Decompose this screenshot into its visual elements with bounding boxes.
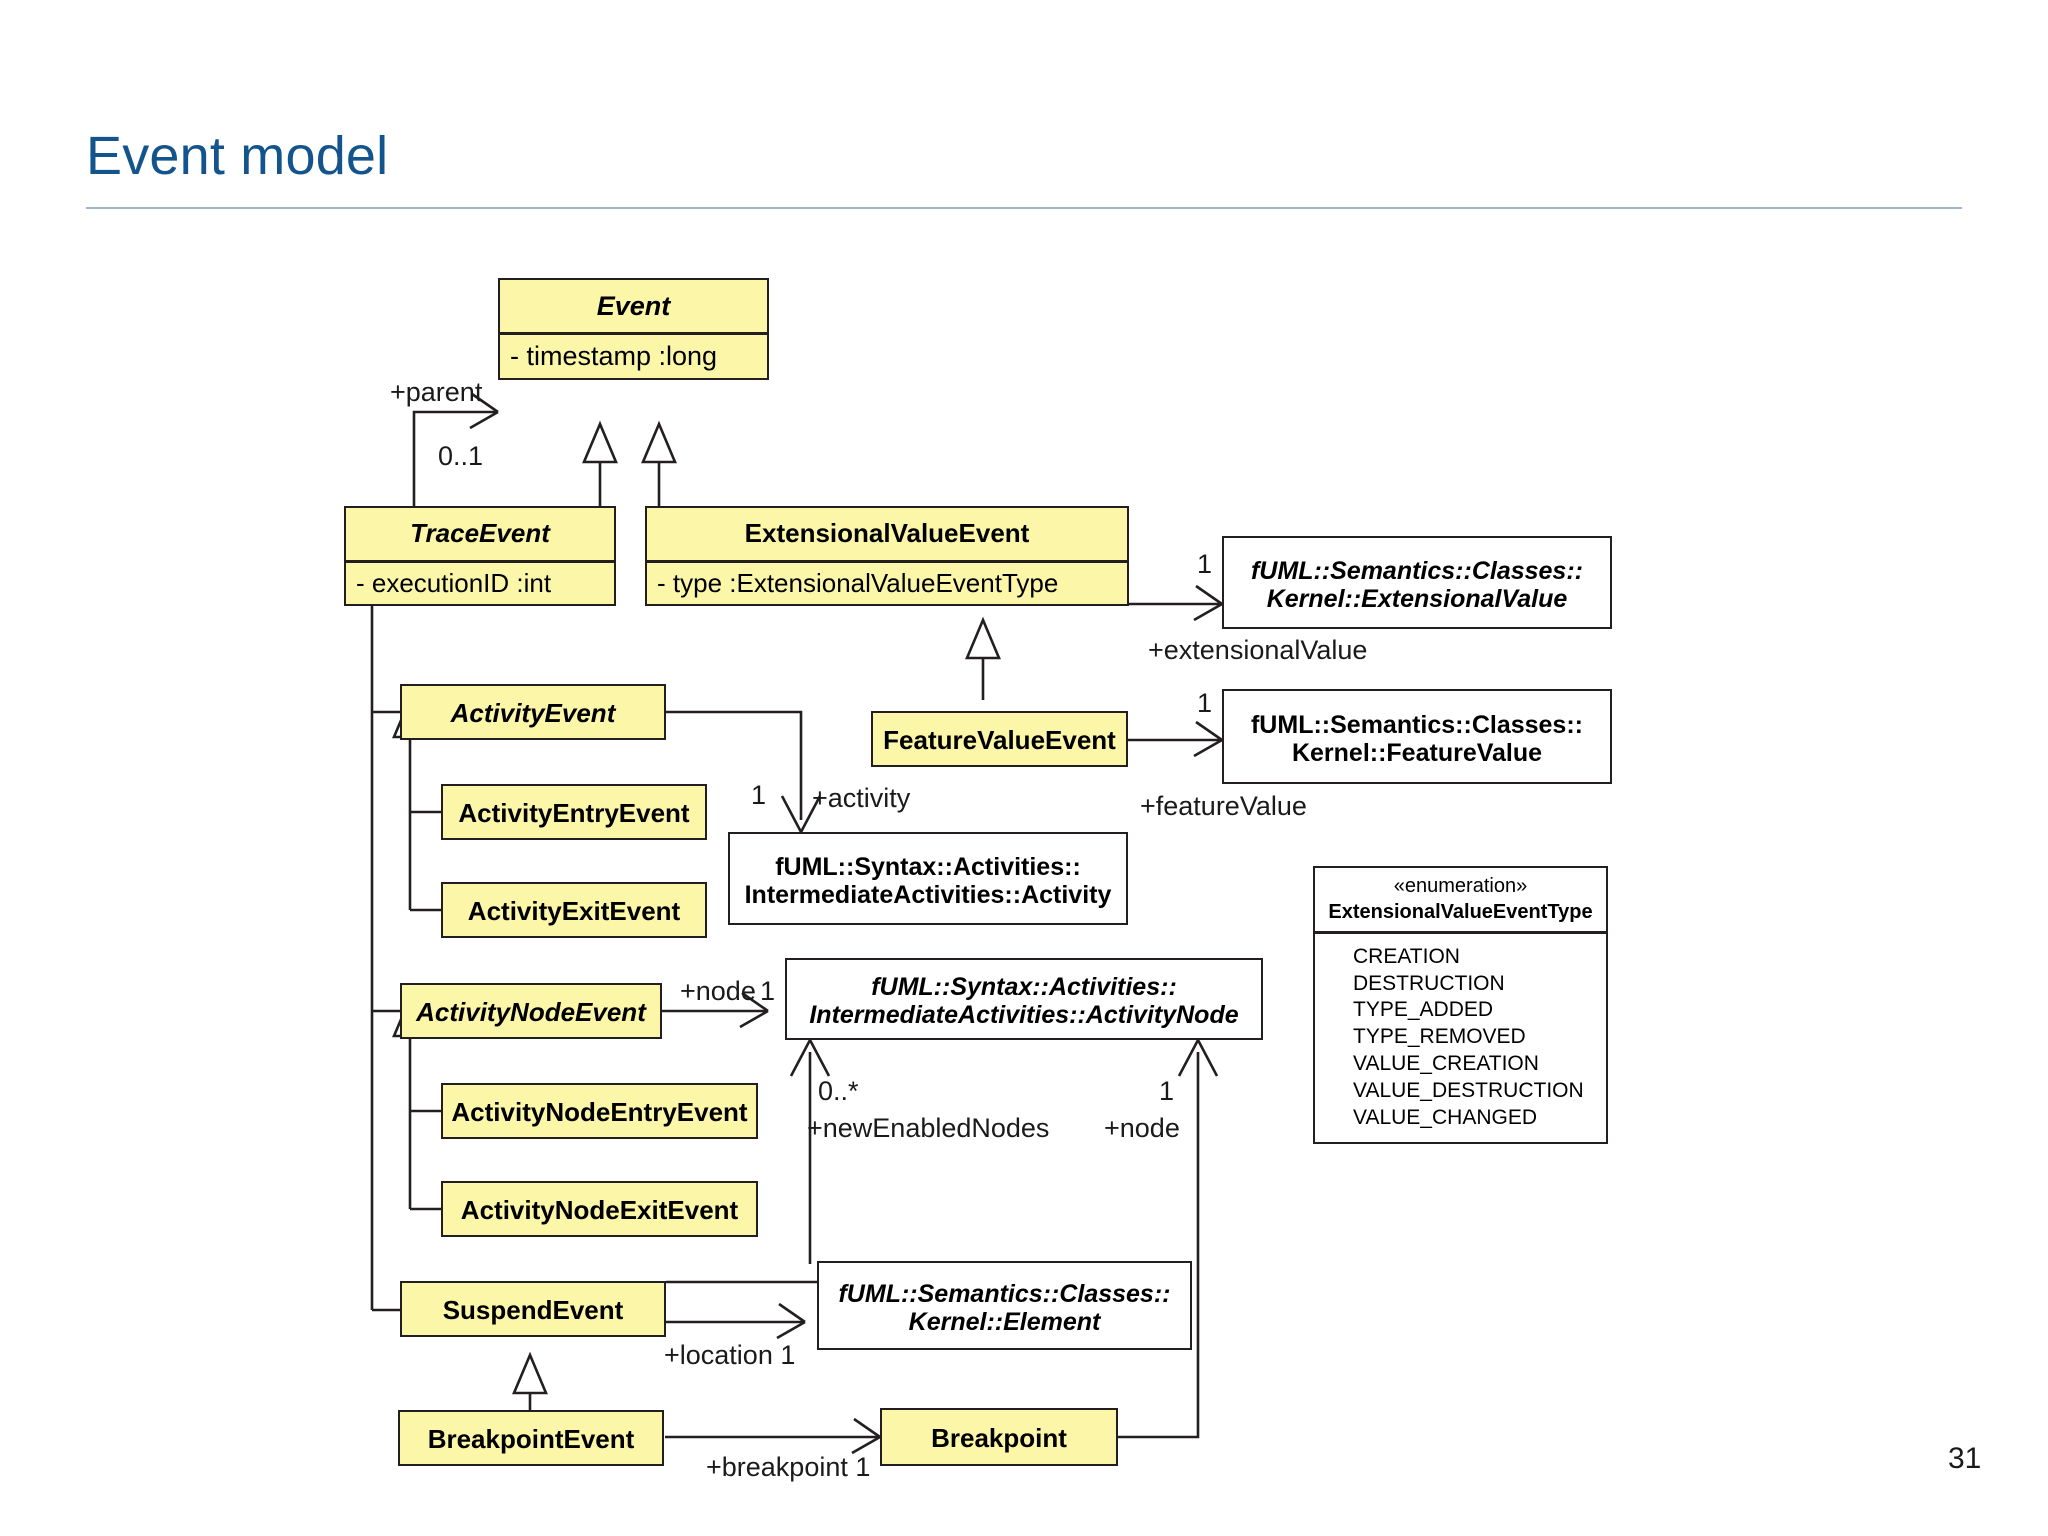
enumeration-literal: VALUE_CREATION: [1353, 1052, 1539, 1076]
class-box-element[interactable]: fUML::Semantics::Classes:: Kernel::Eleme…: [817, 1261, 1192, 1350]
class-name-activity-node-event: ActivityNodeEvent: [416, 997, 646, 1028]
enumeration-separator: [1315, 931, 1606, 934]
assoc-label-breakpoint-role: +breakpoint 1: [706, 1452, 871, 1482]
class-box-trace-event[interactable]: TraceEvent - executionID :int: [344, 506, 616, 606]
enumeration-literal: VALUE_CHANGED: [1353, 1105, 1537, 1129]
class-box-suspend-event[interactable]: SuspendEvent: [400, 1281, 666, 1337]
class-box-feature-value[interactable]: fUML::Semantics::Classes:: Kernel::Featu…: [1222, 689, 1612, 784]
assoc-label-location-role: +location 1: [664, 1340, 796, 1370]
class-name-line1: fUML::Syntax::Activities::: [871, 973, 1177, 1001]
assoc-label-node-mult-lower: 1: [1159, 1076, 1175, 1106]
class-name-line1: fUML::Semantics::Classes::: [1250, 556, 1583, 585]
class-box-breakpoint-event[interactable]: BreakpointEvent: [398, 1410, 664, 1466]
assoc-label-featurevalue-mult: 1: [1197, 688, 1213, 718]
class-box-event[interactable]: Event - timestamp :long: [498, 278, 769, 380]
class-attr-type: - type :ExtensionalValueEventType: [657, 567, 1059, 598]
enumeration-name: ExtensionalValueEventType: [1328, 900, 1593, 923]
assoc-label-parent-role: +parent: [390, 377, 483, 407]
class-name-line1: fUML::Semantics::Classes::: [1250, 710, 1583, 739]
assoc-label-node-role-upper: +node: [680, 976, 756, 1006]
assoc-label-parent-multiplicity: 0..1: [438, 441, 484, 471]
assoc-label-featurevalue-role: +featureValue: [1140, 791, 1307, 821]
class-name-activity-exit-event: ActivityExitEvent: [467, 896, 681, 927]
class-name-extensional-value-event: ExtensionalValueEvent: [744, 518, 1030, 549]
enumeration-literal: CREATION: [1353, 944, 1460, 968]
class-box-breakpoint[interactable]: Breakpoint: [880, 1408, 1118, 1466]
class-name-activity-event: ActivityEvent: [450, 698, 616, 729]
class-box-activity-exit-event[interactable]: ActivityExitEvent: [441, 882, 707, 938]
class-name-activity-node: fUML::Syntax::Activities:: IntermediateA…: [787, 960, 1261, 1042]
class-name-extensional-value: fUML::Semantics::Classes:: Kernel::Exten…: [1224, 538, 1610, 631]
enumeration-literal: TYPE_ADDED: [1353, 998, 1494, 1022]
enumeration-literal: TYPE_REMOVED: [1353, 1025, 1526, 1049]
class-name-line2: IntermediateActivities::Activity: [744, 880, 1112, 909]
title-divider: [86, 207, 1962, 209]
page-title: Event model: [86, 126, 389, 186]
enumeration-stereotype: «enumeration»: [1393, 875, 1528, 897]
assoc-label-newenablednodes-mult: 0..*: [818, 1076, 859, 1106]
assoc-label-activity-role: +activity: [812, 783, 911, 813]
class-box-activity-node[interactable]: fUML::Syntax::Activities:: IntermediateA…: [785, 958, 1263, 1040]
class-box-activity-entry-event[interactable]: ActivityEntryEvent: [441, 784, 707, 840]
class-separator: [500, 332, 767, 335]
class-box-feature-value-event[interactable]: FeatureValueEvent: [871, 711, 1128, 767]
class-name-breakpoint-event: BreakpointEvent: [427, 1424, 635, 1455]
class-name-activity-node-entry-event: ActivityNodeEntryEvent: [451, 1097, 748, 1128]
class-name-line2: IntermediateActivities::ActivityNode: [809, 1001, 1239, 1029]
class-box-activity-node-event[interactable]: ActivityNodeEvent: [400, 983, 662, 1039]
class-name-line1: fUML::Semantics::Classes::: [838, 1279, 1171, 1308]
class-name-line2: Kernel::FeatureValue: [1291, 738, 1543, 767]
enumeration-literal: VALUE_DESTRUCTION: [1353, 1079, 1584, 1103]
enumeration-header: «enumeration» ExtensionalValueEventType: [1315, 868, 1606, 931]
class-separator: [647, 560, 1127, 563]
class-name-feature-value-event: FeatureValueEvent: [883, 725, 1116, 756]
class-name-event: Event: [596, 290, 671, 321]
assoc-label-extensionalvalue-mult: 1: [1197, 549, 1213, 579]
class-attr-timestamp: - timestamp :long: [510, 340, 718, 371]
class-name-element: fUML::Semantics::Classes:: Kernel::Eleme…: [819, 1263, 1190, 1352]
assoc-label-node-mult-upper: 1: [760, 976, 776, 1006]
class-box-extensional-value-event[interactable]: ExtensionalValueEvent - type :Extensiona…: [645, 506, 1129, 606]
class-separator: [346, 560, 614, 563]
class-box-activity-node-entry-event[interactable]: ActivityNodeEntryEvent: [441, 1083, 758, 1139]
assoc-label-activity-mult: 1: [751, 780, 767, 810]
assoc-label-extensionalvalue-role: +extensionalValue: [1148, 635, 1368, 665]
class-name-activity-node-exit-event: ActivityNodeExitEvent: [460, 1195, 739, 1226]
class-name-trace-event: TraceEvent: [410, 518, 550, 549]
class-name-suspend-event: SuspendEvent: [442, 1295, 624, 1326]
class-name-breakpoint: Breakpoint: [931, 1423, 1067, 1454]
class-box-activity-node-exit-event[interactable]: ActivityNodeExitEvent: [441, 1181, 758, 1237]
class-box-activity[interactable]: fUML::Syntax::Activities:: IntermediateA…: [728, 832, 1128, 925]
class-attr-executionid: - executionID :int: [356, 567, 552, 598]
enumeration-box-extensional-value-event-type[interactable]: «enumeration» ExtensionalValueEventType …: [1313, 866, 1608, 1144]
class-name-line1: fUML::Syntax::Activities::: [775, 852, 1081, 881]
class-name-activity: fUML::Syntax::Activities:: IntermediateA…: [730, 834, 1126, 927]
enumeration-literal-list: CREATION DESTRUCTION TYPE_ADDED TYPE_REM…: [1315, 934, 1606, 1140]
assoc-label-node-role-lower: +node: [1104, 1113, 1180, 1143]
class-box-activity-event[interactable]: ActivityEvent: [400, 684, 666, 740]
page-number: 31: [1948, 1442, 1982, 1475]
class-name-line2: Kernel::ExtensionalValue: [1266, 584, 1568, 613]
class-name-activity-entry-event: ActivityEntryEvent: [458, 798, 690, 829]
class-box-extensional-value[interactable]: fUML::Semantics::Classes:: Kernel::Exten…: [1222, 536, 1612, 629]
enumeration-literal: DESTRUCTION: [1353, 971, 1505, 995]
class-name-feature-value: fUML::Semantics::Classes:: Kernel::Featu…: [1224, 691, 1610, 786]
class-name-line2: Kernel::Element: [908, 1307, 1101, 1336]
assoc-label-newenablednodes-role: +newEnabledNodes: [807, 1113, 1050, 1143]
